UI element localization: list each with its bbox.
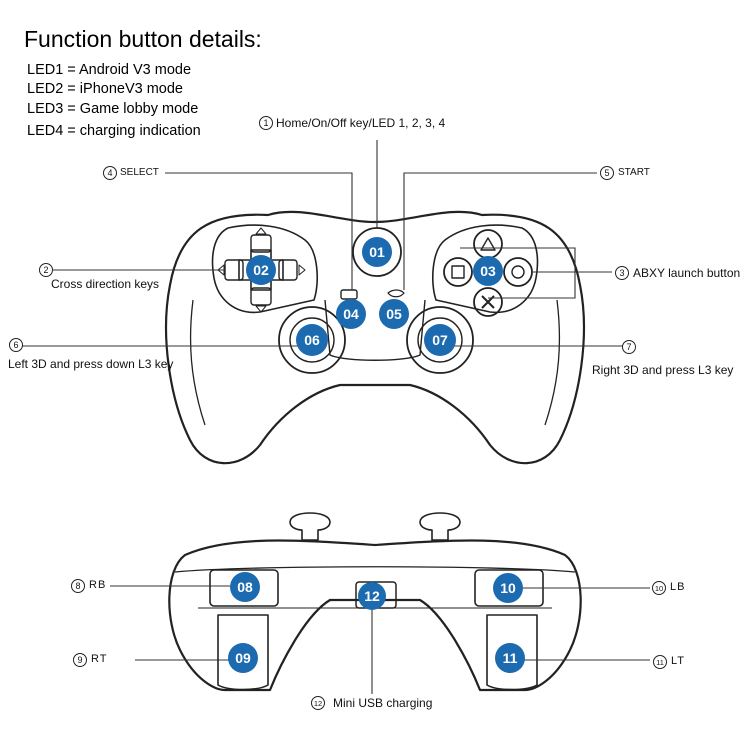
badge-09: 09 xyxy=(228,643,258,673)
callout-number-1: 1 xyxy=(263,118,268,128)
callout-numbers: 1 2 3 4 5 6 7 8 9 10 11 12 xyxy=(13,118,663,708)
badge-07: 07 xyxy=(424,324,456,356)
callout-number-7: 7 xyxy=(626,342,631,352)
label-cross-direction-keys: Cross direction keys xyxy=(51,277,160,291)
led-line-3: LED3 = Game lobby mode xyxy=(27,101,199,117)
callout-number-8: 8 xyxy=(75,581,80,591)
label-abxy-button: ABXY launch button xyxy=(633,266,741,280)
badge-08: 08 xyxy=(230,572,260,602)
callout-number-9: 9 xyxy=(77,655,82,665)
label-rt: RT xyxy=(91,653,108,665)
label-rb: RB xyxy=(89,579,107,591)
badge-04: 04 xyxy=(336,299,366,329)
callout-number-6: 6 xyxy=(13,340,18,350)
callout-number-11: 11 xyxy=(656,658,664,667)
svg-text:12: 12 xyxy=(364,588,380,604)
label-lt: LT xyxy=(671,655,686,667)
callout-number-circles xyxy=(9,116,667,710)
badge-05: 05 xyxy=(379,299,409,329)
badge-10: 10 xyxy=(493,573,523,603)
label-home-key: Home/On/Off key/LED 1, 2, 3, 4 xyxy=(276,116,446,130)
label-right-stick: Right 3D and press L3 key xyxy=(592,363,734,377)
heading: Function button details: xyxy=(24,26,262,52)
badge-03: 03 xyxy=(473,256,503,286)
svg-text:04: 04 xyxy=(343,306,359,322)
callout-lines xyxy=(18,140,650,694)
badge-01: 01 xyxy=(362,237,392,267)
badge-02: 02 xyxy=(246,255,276,285)
badge-06: 06 xyxy=(296,324,328,356)
badge-11: 11 xyxy=(495,643,525,673)
badge-12: 12 xyxy=(358,582,386,610)
led-line-1: LED1 = Android V3 mode xyxy=(27,62,192,78)
svg-text:09: 09 xyxy=(235,650,251,666)
led-line-2: LED2 = iPhoneV3 mode xyxy=(27,81,183,97)
callout-number-12: 12 xyxy=(314,699,322,708)
svg-text:02: 02 xyxy=(253,262,269,278)
label-left-stick: Left 3D and press down L3 key xyxy=(8,357,174,371)
label-start: START xyxy=(618,167,650,178)
callout-number-2: 2 xyxy=(43,265,48,275)
label-select: SELECT xyxy=(120,167,159,178)
controller-top-outline xyxy=(165,210,585,465)
callout-number-5: 5 xyxy=(604,168,609,178)
label-lb: LB xyxy=(670,581,686,593)
svg-text:08: 08 xyxy=(237,579,253,595)
callout-number-4: 4 xyxy=(107,168,112,178)
svg-text:06: 06 xyxy=(304,332,320,348)
svg-text:11: 11 xyxy=(503,650,518,666)
led-line-4: LED4 = charging indication xyxy=(27,123,201,139)
svg-text:01: 01 xyxy=(369,244,385,260)
svg-text:10: 10 xyxy=(500,580,516,596)
badges: 01 02 03 04 05 06 07 08 09 10 11 12 xyxy=(228,237,525,673)
svg-text:05: 05 xyxy=(386,306,402,322)
callout-number-3: 3 xyxy=(619,268,624,278)
callout-number-10: 10 xyxy=(655,584,663,593)
svg-text:07: 07 xyxy=(432,332,448,348)
svg-text:03: 03 xyxy=(480,263,496,279)
label-mini-usb: Mini USB charging xyxy=(333,696,433,710)
